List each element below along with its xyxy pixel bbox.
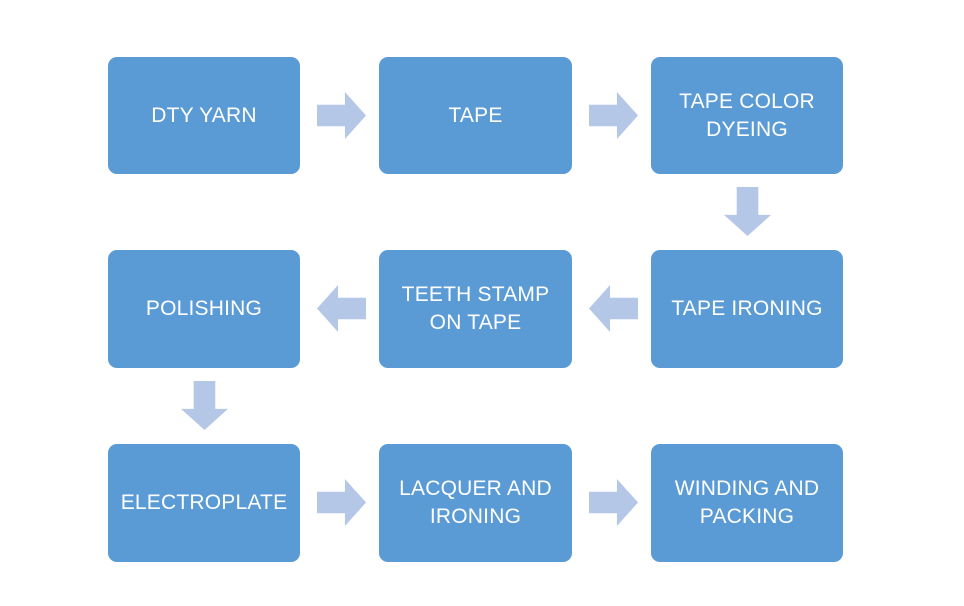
process-node-winding-and-packing[interactable]: WINDING AND PACKING bbox=[651, 444, 843, 562]
arrow-right-dty-yarn-to-tape bbox=[317, 92, 366, 139]
process-node-tape-ironing[interactable]: TAPE IRONING bbox=[651, 250, 843, 368]
arrow-right-electroplate-to-lacquer-ironing bbox=[317, 479, 366, 526]
process-node-teeth-stamp-on-tape[interactable]: TEETH STAMP ON TAPE bbox=[379, 250, 572, 368]
arrow-down-polishing-to-electroplate bbox=[181, 381, 228, 430]
arrow-down-tape-color-dyeing-to-tape-ironing bbox=[724, 187, 771, 236]
arrow-left-tape-ironing-to-teeth-stamp bbox=[589, 285, 638, 332]
arrow-right-tape-to-tape-color-dyeing bbox=[589, 92, 638, 139]
process-node-lacquer-and-ironing[interactable]: LACQUER AND IRONING bbox=[379, 444, 572, 562]
process-node-polishing[interactable]: POLISHING bbox=[108, 250, 300, 368]
process-node-tape[interactable]: TAPE bbox=[379, 57, 572, 174]
arrow-right-lacquer-ironing-to-winding-packing bbox=[589, 479, 638, 526]
arrow-left-teeth-stamp-to-polishing bbox=[317, 285, 366, 332]
process-node-dty-yarn[interactable]: DTY YARN bbox=[108, 57, 300, 174]
process-node-tape-color-dyeing[interactable]: TAPE COLOR DYEING bbox=[651, 57, 843, 174]
process-node-electroplate[interactable]: ELECTROPLATE bbox=[108, 444, 300, 562]
